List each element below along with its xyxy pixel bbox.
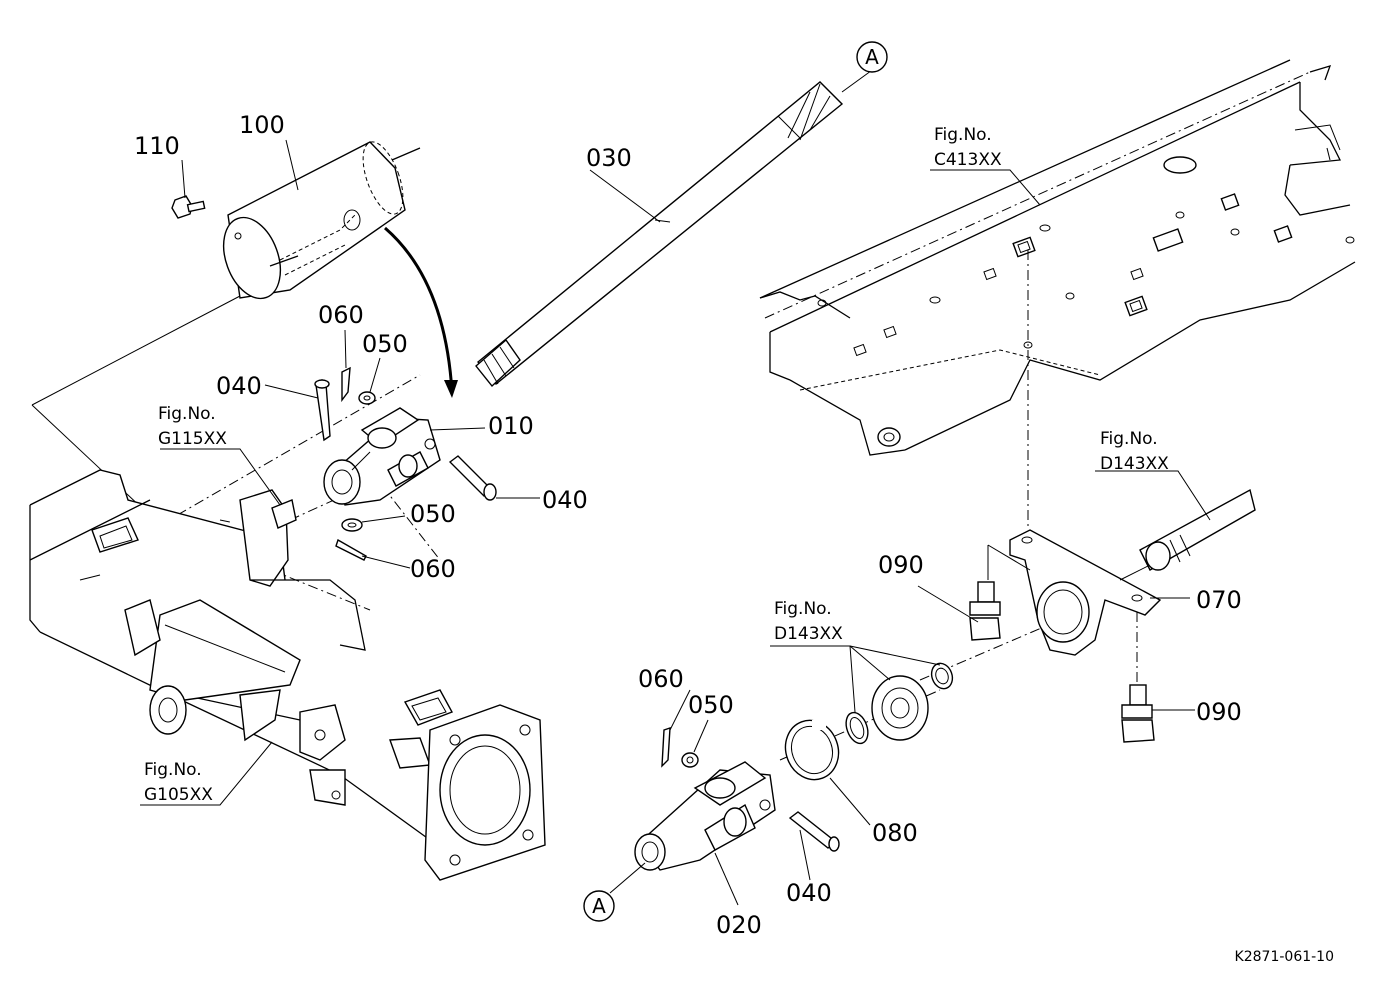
callout-060-lower: 060 bbox=[638, 665, 684, 693]
bracket-070 bbox=[1009, 529, 1181, 656]
callout-070: 070 bbox=[1196, 586, 1242, 614]
shaft-end bbox=[1139, 488, 1256, 571]
arrow-head bbox=[444, 380, 458, 398]
callout-040-lower: 040 bbox=[786, 879, 832, 907]
callout-020: 020 bbox=[716, 911, 762, 939]
callout-090-lower: 090 bbox=[1196, 698, 1242, 726]
callout-050-mid: 050 bbox=[410, 500, 456, 528]
assembly-arrow bbox=[384, 226, 454, 393]
callout-040-left: 040 bbox=[216, 372, 262, 400]
fig-label-g115: Fig.No. bbox=[158, 404, 216, 424]
callout-110: 110 bbox=[134, 132, 180, 160]
gear-box bbox=[29, 469, 546, 881]
callout-010: 010 bbox=[488, 412, 534, 440]
leader-lines bbox=[140, 67, 1211, 906]
frame-drawing bbox=[759, 59, 1356, 456]
connector-a-bottom: A bbox=[583, 890, 615, 922]
connector-a-bottom-label: A bbox=[592, 894, 606, 918]
reference-code: K2871-061-10 bbox=[1235, 949, 1334, 965]
pins-upper bbox=[314, 366, 497, 561]
steering-shaft bbox=[475, 81, 844, 388]
fig-ref-d143-left: D143XX bbox=[774, 624, 843, 644]
callout-040-right: 040 bbox=[542, 486, 588, 514]
fig-ref-g115: G115XX bbox=[158, 429, 227, 449]
bearing-assembly bbox=[845, 662, 954, 745]
fig-label-c413: Fig.No. bbox=[934, 125, 992, 145]
fig-ref-g105: G105XX bbox=[144, 785, 213, 805]
fig-ref-d143-right: D143XX bbox=[1100, 454, 1169, 474]
callout-090-upper: 090 bbox=[878, 551, 924, 579]
callout-050-upper: 050 bbox=[362, 330, 408, 358]
bolt-090-upper bbox=[969, 544, 1031, 641]
fig-label-g105: Fig.No. bbox=[144, 760, 202, 780]
callout-030: 030 bbox=[586, 144, 632, 172]
fig-label-d143-right: Fig.No. bbox=[1100, 429, 1158, 449]
universal-joint-020 bbox=[634, 761, 776, 871]
fig-ref-c413: C413XX bbox=[934, 150, 1002, 170]
pins-lower bbox=[661, 727, 840, 852]
snap-ring-080 bbox=[784, 719, 840, 781]
callout-080: 080 bbox=[872, 819, 918, 847]
callout-100: 100 bbox=[239, 111, 285, 139]
fig-label-d143-left: Fig.No. bbox=[774, 599, 832, 619]
connector-a-top: A bbox=[856, 41, 888, 73]
bolt-090-lower bbox=[1121, 684, 1155, 743]
callout-060-upper: 060 bbox=[318, 301, 364, 329]
callout-060-mid: 060 bbox=[410, 555, 456, 583]
connector-a-top-label: A bbox=[865, 45, 879, 69]
universal-joint-010 bbox=[323, 407, 441, 506]
bolt-110 bbox=[171, 195, 206, 219]
callout-050-lower: 050 bbox=[688, 691, 734, 719]
shaft-cover bbox=[31, 141, 421, 526]
